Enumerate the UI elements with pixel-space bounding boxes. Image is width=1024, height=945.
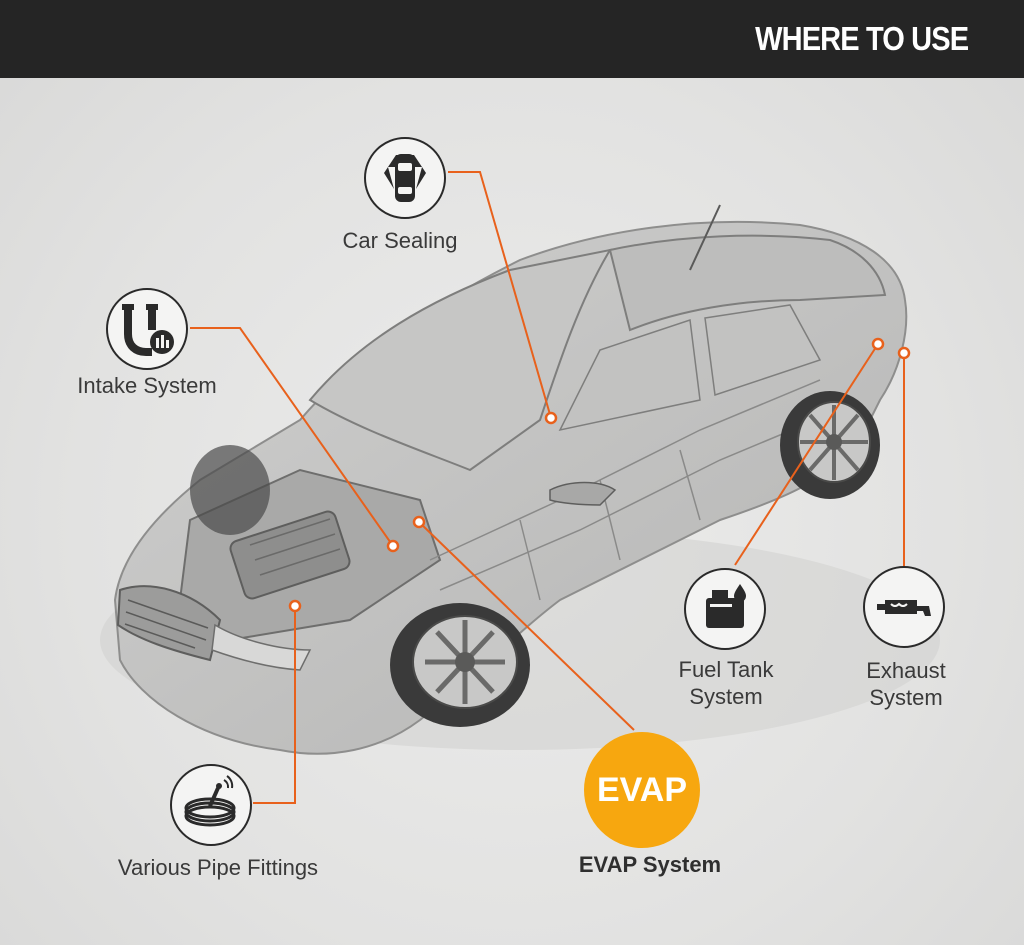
evap-badge-text: EVAP (596, 771, 688, 809)
car-sealing-icon-badge (364, 137, 446, 219)
exhaust-icon-badge (863, 566, 945, 648)
fuel-tank-icon (706, 584, 746, 628)
evap-system-label: EVAP System (578, 852, 722, 877)
intake-system-icon-badge (106, 288, 188, 370)
fuel-tank-leader (734, 343, 879, 566)
pipe-fittings-leader (253, 606, 296, 804)
page-title: WHERE TO USE (754, 20, 969, 57)
exhaust-label-line1: Exhaust (866, 658, 946, 683)
exhaust-label-line2: System (869, 685, 943, 710)
car-sealing-label: Car Sealing (342, 228, 458, 253)
muffler-icon (877, 600, 931, 616)
evap-leader (418, 521, 635, 731)
car-top-view-icon (384, 154, 426, 202)
pipe-fittings-label: Various Pipe Fittings (117, 855, 319, 880)
evap-badge: EVAP (584, 732, 700, 848)
car-sealing-leader (448, 171, 552, 419)
fuel-tank-label-line2: System (689, 684, 763, 709)
header-bar: WHERE TO USE (0, 0, 1024, 78)
intake-leader (190, 327, 394, 547)
fuel-tank-icon-badge (684, 568, 766, 650)
coiled-hose-icon (184, 775, 236, 827)
intake-pipe-icon (122, 304, 174, 356)
fuel-tank-label-line1: Fuel Tank (678, 657, 774, 682)
intake-system-label: Intake System (77, 373, 217, 398)
pipe-fittings-icon-badge (170, 764, 252, 846)
